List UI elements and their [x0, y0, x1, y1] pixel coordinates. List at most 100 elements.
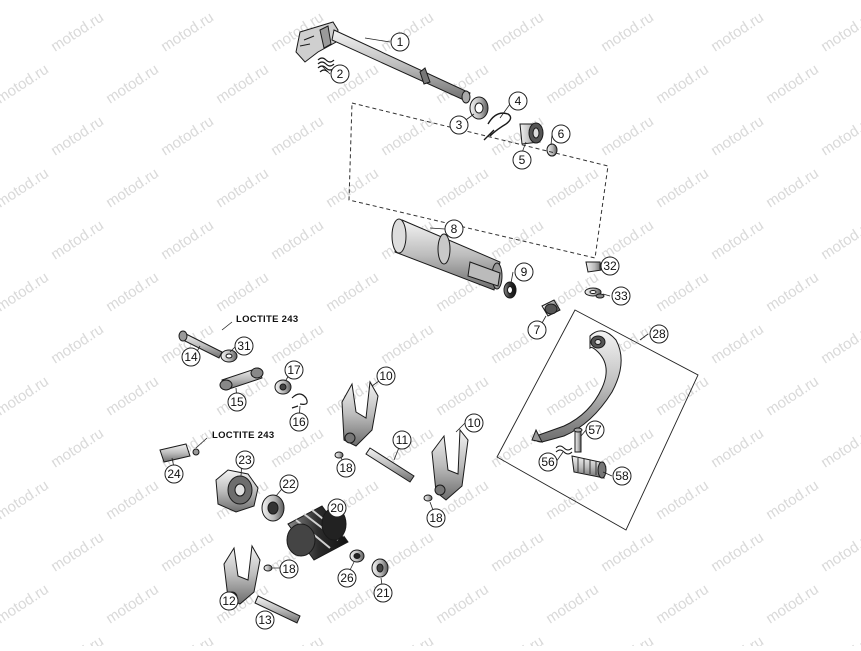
- watermark-text: motod.ru: [598, 9, 657, 56]
- watermark-text: motod.ru: [543, 61, 602, 108]
- fork-pin-lower: [263, 564, 273, 572]
- detent-screw: [178, 330, 223, 359]
- callout-31: 31: [234, 336, 254, 356]
- pedal-bushing: [541, 299, 561, 317]
- drum-bearing: [261, 494, 285, 522]
- callout-label-18c: 18: [282, 562, 296, 576]
- callout-15: 15: [227, 392, 247, 412]
- watermark-text: motod.ru: [433, 165, 492, 212]
- pedal-frame: [496, 309, 699, 531]
- detent-spring: [291, 393, 308, 409]
- watermark-text: motod.ru: [213, 269, 272, 316]
- watermark-text: motod.ru: [103, 581, 162, 628]
- callout-label-32: 32: [603, 259, 617, 273]
- watermark-text: motod.ru: [268, 633, 327, 646]
- watermark-text: motod.ru: [433, 373, 492, 420]
- drum-bushing-right: [371, 558, 389, 578]
- watermark-text: motod.ru: [598, 425, 657, 472]
- callout-23: 23: [235, 450, 255, 470]
- callout-label-28: 28: [652, 327, 666, 341]
- fork-shaft-lower: [254, 595, 301, 624]
- note-loctite-1: LOCTITE 243: [236, 314, 298, 325]
- callout-label-15: 15: [230, 395, 244, 409]
- callout-1: 1: [390, 32, 410, 52]
- watermark-text: motod.ru: [103, 269, 162, 316]
- watermark-text: motod.ru: [213, 165, 272, 212]
- watermark-text: motod.ru: [488, 425, 547, 472]
- callout-24: 24: [164, 464, 184, 484]
- watermark-text: motod.ru: [103, 165, 162, 212]
- watermark-text: motod.ru: [48, 321, 107, 368]
- callout-label-24: 24: [167, 467, 181, 481]
- watermark-text: motod.ru: [0, 165, 52, 212]
- watermark-text: motod.ru: [323, 269, 382, 316]
- watermark-text: motod.ru: [818, 425, 861, 472]
- callout-label-56: 56: [541, 455, 555, 469]
- watermark-text: motod.ru: [48, 425, 107, 472]
- watermark-text: motod.ru: [763, 165, 822, 212]
- callout-33: 33: [611, 286, 631, 306]
- watermark-text: motod.ru: [763, 581, 822, 628]
- dashed-frame: [348, 102, 609, 259]
- watermark-text: motod.ru: [433, 581, 492, 628]
- watermark-text: motod.ru: [103, 477, 162, 524]
- watermark-text: motod.ru: [598, 529, 657, 576]
- callout-8: 8: [444, 219, 464, 239]
- watermark-text: motod.ru: [543, 581, 602, 628]
- callout-10b: 10: [464, 413, 484, 433]
- fork-shaft: [365, 447, 415, 483]
- watermark-text: motod.ru: [0, 373, 52, 420]
- callout-4: 4: [508, 91, 528, 111]
- callout-label-57: 57: [588, 423, 602, 437]
- callout-58: 58: [612, 466, 632, 486]
- callout-11: 11: [392, 430, 412, 450]
- callout-label-6: 6: [558, 127, 565, 141]
- callout-22: 22: [279, 474, 299, 494]
- watermark-text: motod.ru: [763, 373, 822, 420]
- callout-label-12: 12: [222, 594, 236, 608]
- callout-label-4: 4: [515, 94, 522, 108]
- watermark-text: motod.ru: [598, 633, 657, 646]
- watermark-text: motod.ru: [323, 581, 382, 628]
- note-loctite-2: LOCTITE 243: [212, 430, 274, 441]
- callout-label-17: 17: [287, 363, 301, 377]
- watermark-text: motod.ru: [763, 269, 822, 316]
- callout-label-1: 1: [397, 35, 404, 49]
- return-spring: [317, 57, 335, 73]
- callout-13: 13: [255, 610, 275, 630]
- callout-label-2: 2: [337, 67, 344, 81]
- callout-20: 20: [327, 498, 347, 518]
- watermark-text: motod.ru: [158, 633, 217, 646]
- pedal-tip-bolt: [573, 427, 583, 453]
- watermark-text: motod.ru: [818, 9, 861, 56]
- watermark-text: motod.ru: [763, 477, 822, 524]
- callout-label-14: 14: [184, 350, 198, 364]
- pedal-tip: [571, 455, 607, 479]
- callout-label-23: 23: [238, 453, 252, 467]
- callout-label-33: 33: [614, 289, 628, 303]
- watermark-text: motod.ru: [708, 425, 767, 472]
- watermark-text: motod.ru: [48, 113, 107, 160]
- watermark-text: motod.ru: [543, 165, 602, 212]
- callout-56: 56: [538, 452, 558, 472]
- callout-28: 28: [649, 324, 669, 344]
- shaft-seal: [503, 281, 517, 299]
- watermark-text: motod.ru: [653, 165, 712, 212]
- callout-17: 17: [284, 360, 304, 380]
- tip-spring: [555, 445, 573, 455]
- watermark-text: motod.ru: [103, 61, 162, 108]
- watermark-text: motod.ru: [653, 581, 712, 628]
- callout-label-26: 26: [340, 571, 354, 585]
- watermark-text: motod.ru: [598, 113, 657, 160]
- watermark-text: motod.ru: [763, 61, 822, 108]
- watermark-text: motod.ru: [433, 0, 492, 3]
- shift-fork-upper: [341, 380, 379, 447]
- watermark-text: motod.ru: [48, 9, 107, 56]
- callout-7: 7: [527, 320, 547, 340]
- callout-label-7: 7: [534, 323, 541, 337]
- callout-label-10a: 10: [379, 369, 393, 383]
- pedal-washer: [584, 287, 605, 299]
- callouts-layer: 1 2 3 4 5 6 7 8 9 10 10 11 12 13 14 15 1…: [164, 32, 669, 630]
- watermark-text: motod.ru: [653, 269, 712, 316]
